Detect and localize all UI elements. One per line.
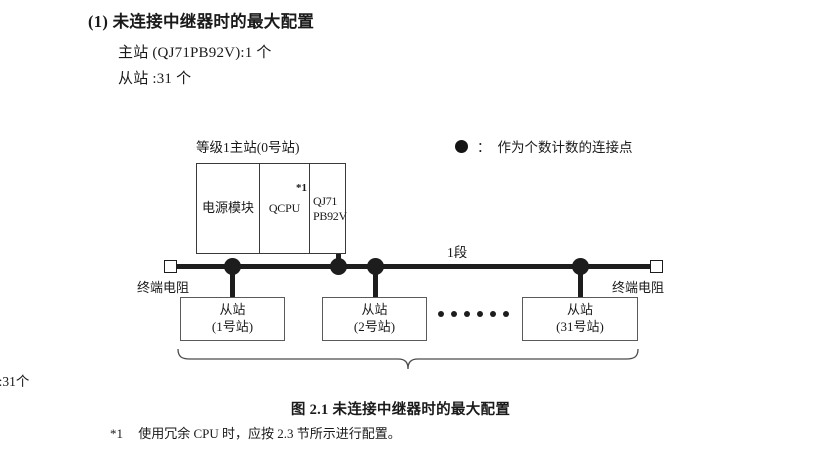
network-module-cell: QJ71 PB92V (310, 164, 347, 253)
slave-station-box-2: 从站 (2号站) (322, 297, 427, 341)
ellipsis-dot (503, 311, 509, 317)
power-module-cell: 电源模块 (197, 164, 260, 253)
network-module-line2: PB92V (313, 208, 347, 223)
network-module-label: QJ71 PB92V (313, 194, 347, 224)
figure-caption: 图 2.1 未连接中继器时的最大配置 (290, 402, 511, 418)
terminator-right-icon (650, 260, 663, 273)
brace-label-wrap: 从站:31个 (0, 370, 821, 390)
slave-1-name: 从站 (219, 302, 246, 318)
legend-label: 作为个数计数的连接点 (497, 140, 633, 155)
master-station-label: 等级1主站(0号站) (196, 140, 300, 155)
terminator-left-label: 终端电阻 (137, 280, 190, 295)
legend: ： 作为个数计数的连接点 (455, 136, 633, 156)
terminator-left-icon (164, 260, 177, 273)
slave-group-brace (176, 348, 640, 370)
spec-slave-count: 从站 :31 个 (118, 71, 192, 87)
footnote: *1 使用冗余 CPU 时，应按 2.3 节所示进行配置。 (110, 423, 401, 442)
slave-2-name: 从站 (361, 302, 388, 318)
slave-31-name: 从站 (566, 302, 593, 318)
section-title: (1) 未连接中继器时的最大配置 (88, 12, 315, 31)
cpu-module-cell: QCPU *1 (260, 164, 310, 253)
slave-2-drop-stub (373, 264, 378, 298)
footnote-text: 使用冗余 CPU 时，应按 2.3 节所示进行配置。 (138, 426, 401, 441)
master-station-box: 电源模块 QCPU *1 QJ71 PB92V (196, 163, 347, 254)
segment-label: 1段 (447, 245, 468, 260)
slave-2-number: (2号站) (353, 319, 396, 334)
ellipsis-dot (438, 311, 444, 317)
bus-line (176, 264, 657, 269)
ellipsis-dots (438, 311, 509, 317)
cpu-module-label: QCPU (268, 200, 301, 215)
slave-31-drop-stub (578, 264, 583, 298)
legend-colon: ： (477, 140, 491, 155)
cpu-footnote-marker: *1 (296, 182, 307, 194)
slave-31-number: (31号站) (556, 319, 604, 334)
figure-caption-wrap: 图 2.1 未连接中继器时的最大配置 (0, 398, 821, 419)
ellipsis-dot (451, 311, 457, 317)
connection-point-master (330, 258, 347, 275)
spec-master-count: 主站 (QJ71PB92V):1 个 (118, 45, 272, 61)
connection-point-icon (455, 139, 468, 153)
slave-station-box-1: 从站 (1号站) (180, 297, 285, 341)
terminator-right-label: 终端电阻 (612, 280, 665, 295)
power-module-label: 电源模块 (201, 200, 254, 216)
ellipsis-dot (477, 311, 483, 317)
slave-total-label: 从站:31个 (0, 374, 30, 389)
ellipsis-dot (464, 311, 470, 317)
footnote-marker: *1 (110, 426, 123, 441)
brace-icon (177, 348, 639, 370)
network-module-line1: QJ71 (313, 193, 338, 208)
slave-station-box-31: 从站 (31号站) (522, 297, 638, 341)
slave-1-drop-stub (230, 264, 235, 298)
ellipsis-dot (490, 311, 496, 317)
slave-1-number: (1号站) (211, 319, 254, 334)
